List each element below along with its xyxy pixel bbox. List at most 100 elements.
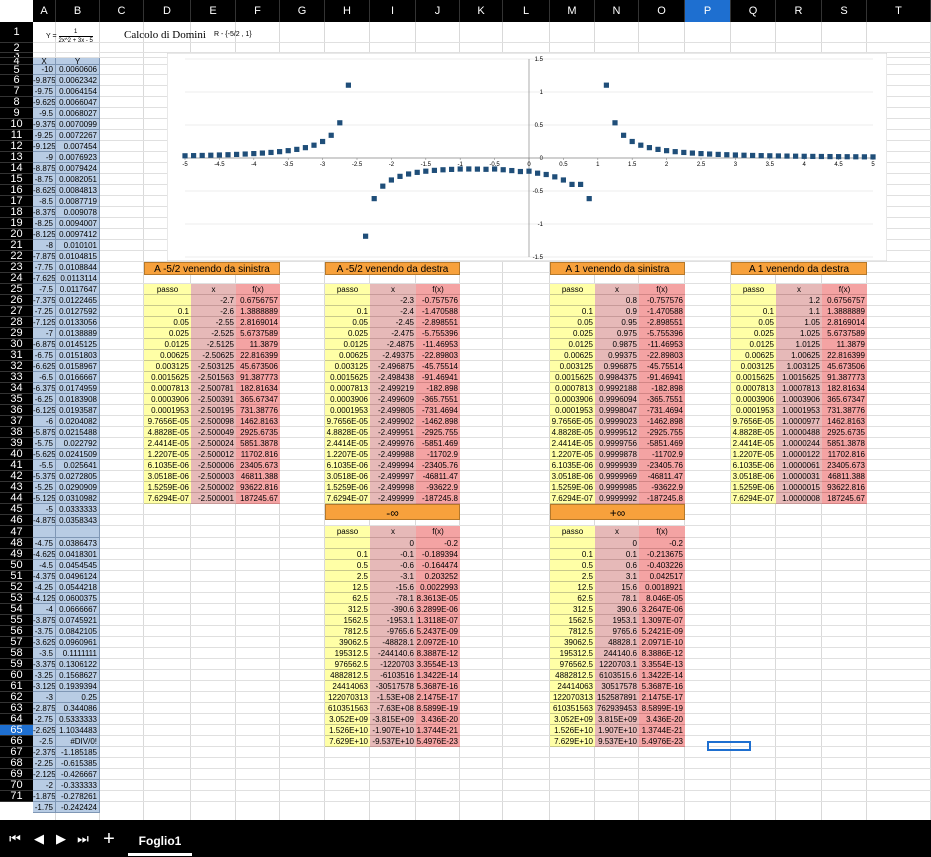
sheet-title[interactable]: Calcolo di Domini: [124, 29, 206, 41]
limit-table-cell[interactable]: 1.05: [776, 317, 822, 328]
limit-table-cell[interactable]: 15.6: [595, 582, 639, 593]
limit-table-cell[interactable]: 48828.1: [595, 637, 639, 648]
row-header-45[interactable]: 45: [0, 504, 33, 515]
y-cell[interactable]: 0.1939394: [56, 681, 100, 692]
limit-table-cell[interactable]: -5851.469: [639, 438, 685, 449]
limit-table-cell[interactable]: 0.1: [731, 306, 776, 317]
row-header-9[interactable]: 9: [0, 108, 33, 119]
limit-table-cell[interactable]: 0.9875: [595, 339, 639, 350]
y-cell[interactable]: 0.0290909: [56, 482, 100, 493]
limit-table-cell[interactable]: 1.5259E-06: [144, 482, 191, 493]
limit-table-cell[interactable]: 1462.8163: [236, 416, 280, 427]
y-cell[interactable]: 0.007454: [56, 141, 100, 152]
limit-table-cell[interactable]: -2.499998: [370, 482, 416, 493]
limit-table-cell[interactable]: 0.0015625: [731, 372, 776, 383]
limit-table-cell[interactable]: 2.4414E-05: [550, 438, 595, 449]
limit-table-cell[interactable]: -1.470588: [639, 306, 685, 317]
limit-table-header[interactable]: x: [370, 526, 416, 538]
limit-table-cell[interactable]: 5.2437E-09: [416, 626, 460, 637]
row-header-36[interactable]: 36: [0, 405, 33, 416]
y-cell[interactable]: 0.0204082: [56, 416, 100, 427]
limit-table-cell[interactable]: -2925.755: [639, 427, 685, 438]
row-header-17[interactable]: 17: [0, 196, 33, 207]
limit-table-cell[interactable]: 0.025: [550, 328, 595, 339]
function-chart[interactable]: 1.510.50-0.5-1-1.5-5-4.5-4-3.5-3-2.5-2-1…: [167, 53, 887, 261]
limit-table-cell[interactable]: -93622.9: [416, 482, 460, 493]
y-cell[interactable]: 0.0310982: [56, 493, 100, 504]
row-header-7[interactable]: 7: [0, 86, 33, 97]
x-cell[interactable]: -3.5: [33, 648, 56, 659]
limit-table-cell[interactable]: -11.46953: [416, 339, 460, 350]
limit-table-cell[interactable]: 1.3888889: [236, 306, 280, 317]
limit-table-cell[interactable]: 187245.67: [822, 493, 867, 504]
limit-table-cell[interactable]: -9.537E+10: [370, 736, 416, 747]
limit-table-cell[interactable]: 11702.816: [822, 449, 867, 460]
limit-table-cell[interactable]: 0.0007813: [144, 383, 191, 394]
x-cell[interactable]: -3.375: [33, 659, 56, 670]
row-header-19[interactable]: 19: [0, 218, 33, 229]
y-cell[interactable]: 0.0068027: [56, 108, 100, 119]
column-header-n[interactable]: N: [595, 0, 639, 22]
limit-table-cell[interactable]: 0.025: [144, 328, 191, 339]
limit-table-cell[interactable]: 45.673506: [822, 361, 867, 372]
limit-table-cell[interactable]: 2.4414E-05: [144, 438, 191, 449]
row-header-3[interactable]: 3: [0, 53, 33, 58]
y-cell[interactable]: 0.1306122: [56, 659, 100, 670]
limit-table-cell[interactable]: 3.3554E-13: [416, 659, 460, 670]
limit-table-cell[interactable]: -91.46941: [639, 372, 685, 383]
limit-table-cell[interactable]: -5.755396: [416, 328, 460, 339]
limit-table-cell[interactable]: -187245.8: [639, 493, 685, 504]
x-cell[interactable]: -4.625: [33, 549, 56, 560]
limit-table-cell[interactable]: 5.2421E-09: [639, 626, 685, 637]
limit-table-cell[interactable]: 62.5: [325, 593, 370, 604]
x-cell[interactable]: -4.75: [33, 538, 56, 549]
limit-table-cell[interactable]: 7812.5: [550, 626, 595, 637]
limit-table-cell[interactable]: 0.9999756: [595, 438, 639, 449]
row-header-21[interactable]: 21: [0, 240, 33, 251]
limit-table-cell[interactable]: 9.7656E-05: [550, 416, 595, 427]
y-cell[interactable]: 0.0496124: [56, 571, 100, 582]
limit-table-cell[interactable]: 9.537E+10: [595, 736, 639, 747]
limit-table-cell[interactable]: -365.7551: [416, 394, 460, 405]
row-header-61[interactable]: 61: [0, 681, 33, 692]
limit-table-cell[interactable]: 8.046E-05: [639, 593, 685, 604]
limit-table-cell[interactable]: -187245.8: [416, 493, 460, 504]
row-header-59[interactable]: 59: [0, 659, 33, 670]
limit-table-cell[interactable]: -731.4694: [639, 405, 685, 416]
x-cell[interactable]: -1.875: [33, 791, 56, 802]
limit-table-cell[interactable]: 610351563: [325, 703, 370, 714]
limit-table-cell[interactable]: 1.0000977: [776, 416, 822, 427]
limit-table-cell[interactable]: 8.3886E-12: [639, 648, 685, 659]
row-header-64[interactable]: 64: [0, 714, 33, 725]
limit-table-cell[interactable]: 2.0971E-10: [639, 637, 685, 648]
limit-table-cell[interactable]: 1.1: [776, 306, 822, 317]
limit-table-cell[interactable]: 4.8828E-05: [550, 427, 595, 438]
limit-table-cell[interactable]: -365.7551: [639, 394, 685, 405]
limit-table-title[interactable]: +∞: [550, 504, 685, 520]
limit-table-cell[interactable]: 9.7656E-05: [325, 416, 370, 427]
row-header-54[interactable]: 54: [0, 604, 33, 615]
limit-table-cell[interactable]: 1462.8163: [822, 416, 867, 427]
limit-table-cell[interactable]: -2.499976: [370, 438, 416, 449]
column-header-t[interactable]: T: [867, 0, 931, 22]
limit-table-cell[interactable]: 7.6294E-07: [731, 493, 776, 504]
x-cell[interactable]: -9: [33, 152, 56, 163]
limit-table-cell[interactable]: 0.95: [595, 317, 639, 328]
limit-table-title[interactable]: A 1 venendo da sinistra: [550, 262, 685, 275]
first-sheet-icon[interactable]: ⏮: [9, 831, 21, 846]
limit-table-cell[interactable]: 0.9996094: [595, 394, 639, 405]
row-header-56[interactable]: 56: [0, 626, 33, 637]
limit-table-cell[interactable]: -2.503125: [191, 361, 236, 372]
limit-table-cell[interactable]: 5851.3878: [236, 438, 280, 449]
limit-table-cell[interactable]: 312.5: [325, 604, 370, 615]
y-cell[interactable]: 0.0272805: [56, 471, 100, 482]
limit-table-cell[interactable]: -0.757576: [639, 295, 685, 306]
limit-table-cell[interactable]: 46811.388: [236, 471, 280, 482]
limit-table-header[interactable]: passo: [325, 284, 370, 295]
limit-table-header[interactable]: passo: [325, 526, 370, 538]
limit-table-cell[interactable]: 1.0000488: [776, 427, 822, 438]
y-cell[interactable]: 0.0062342: [56, 75, 100, 86]
limit-table-cell[interactable]: 3.0518E-06: [550, 471, 595, 482]
y-cell[interactable]: 0.0072267: [56, 130, 100, 141]
x-cell[interactable]: -4.875: [33, 515, 56, 526]
